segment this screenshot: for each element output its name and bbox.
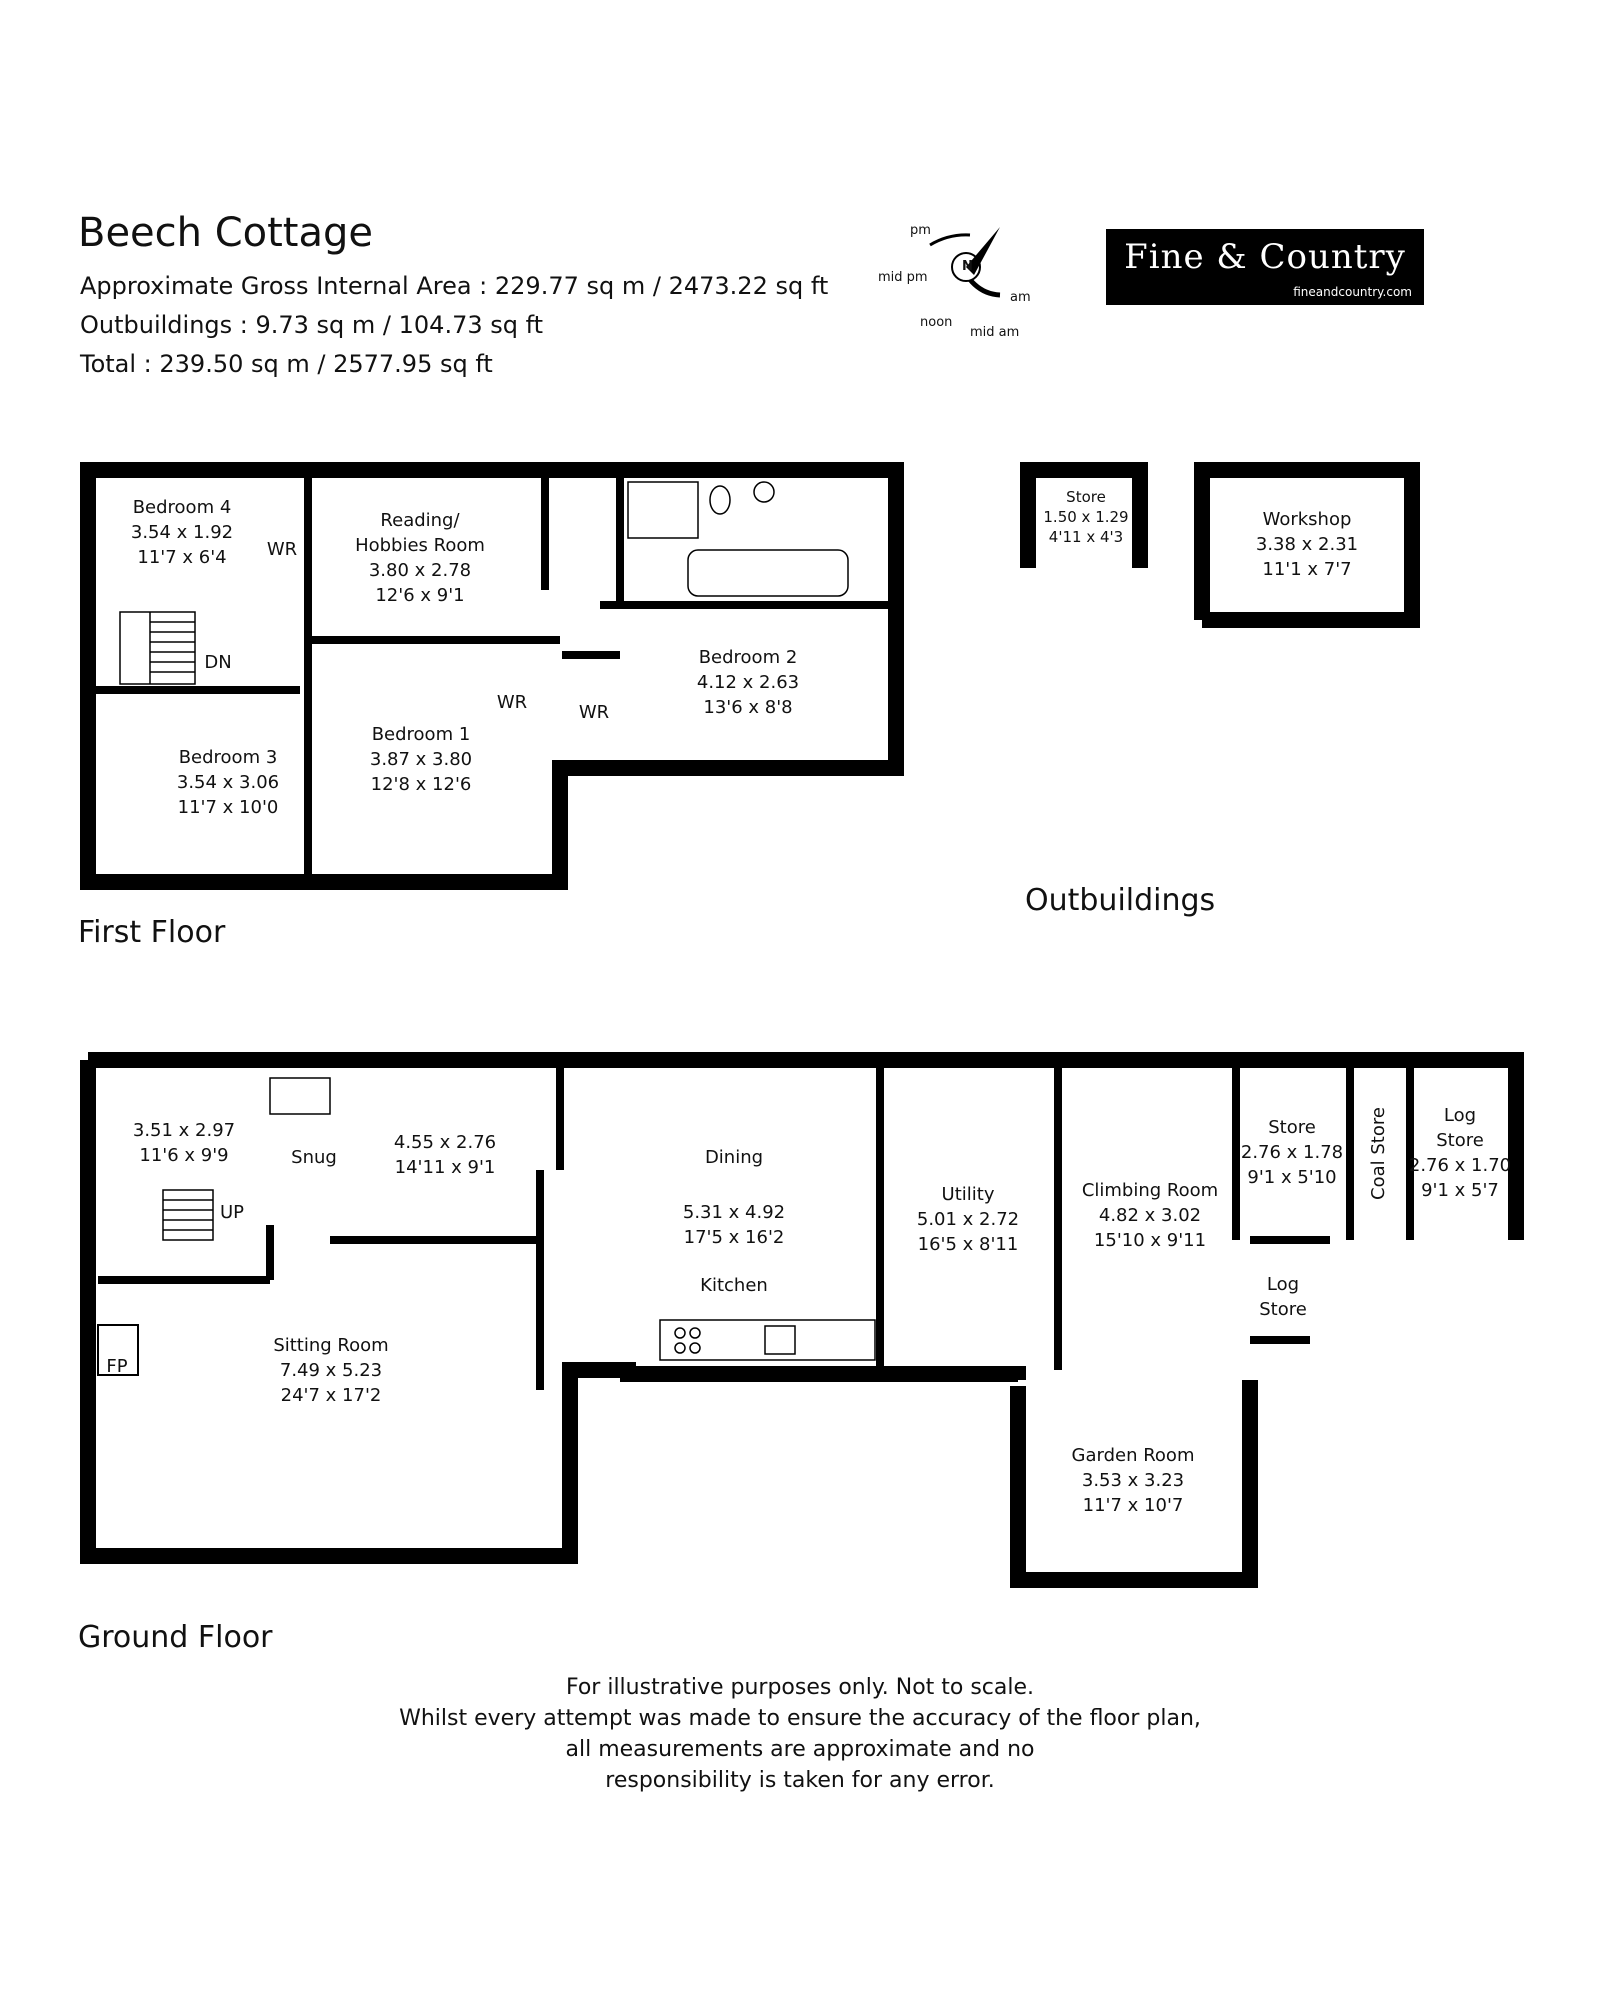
fireplace-label: FP — [106, 1356, 128, 1377]
sun-compass: pm N mid pm am noon mid am — [870, 215, 1070, 365]
compass-pm: pm — [910, 223, 931, 238]
room-dining: Dining — [704, 1147, 764, 1168]
compass-n: N — [962, 259, 973, 274]
first-floor-label: First Floor — [78, 915, 226, 950]
page-title: Beech Cottage — [78, 210, 373, 256]
wardrobe-label: WR — [496, 692, 528, 713]
outbuildings-label: Outbuildings — [1025, 883, 1216, 918]
gross-area-text: Approximate Gross Internal Area : 229.77… — [80, 272, 829, 300]
total-area-text: Total : 239.50 sq m / 2577.95 sq ft — [80, 350, 493, 378]
compass-noon: noon — [920, 315, 953, 330]
stairs-icon — [119, 611, 214, 1241]
brand-logo: Fine & Country fineandcountry.com — [1106, 229, 1424, 305]
ground-floor-label: Ground Floor — [78, 1620, 273, 1655]
kitchen-counter-icon — [269, 1077, 876, 1361]
fireplace-icon — [97, 1324, 139, 1376]
bathroom-fixtures-icon — [627, 481, 849, 597]
compass-mid-am: mid am — [970, 325, 1020, 340]
wardrobe-label: WR — [266, 539, 298, 560]
wardrobe-label: WR — [578, 702, 610, 723]
first-floor-walls — [80, 462, 904, 890]
stairs-down-label: DN — [204, 652, 232, 673]
room-snug: Snug — [291, 1147, 337, 1168]
outbuildings-area-text: Outbuildings : 9.73 sq m / 104.73 sq ft — [80, 311, 544, 339]
room-coal-store: Coal Store — [1368, 1107, 1389, 1200]
outbuilding-walls — [1020, 462, 1420, 628]
compass-icon — [929, 227, 1001, 298]
room-kitchen: Kitchen — [700, 1275, 768, 1296]
stairs-up-label: UP — [219, 1202, 245, 1223]
compass-mid-pm: mid pm — [878, 270, 928, 285]
compass-am: am — [1010, 290, 1031, 305]
disclaimer: For illustrative purposes only. Not to s… — [399, 1675, 1201, 1793]
